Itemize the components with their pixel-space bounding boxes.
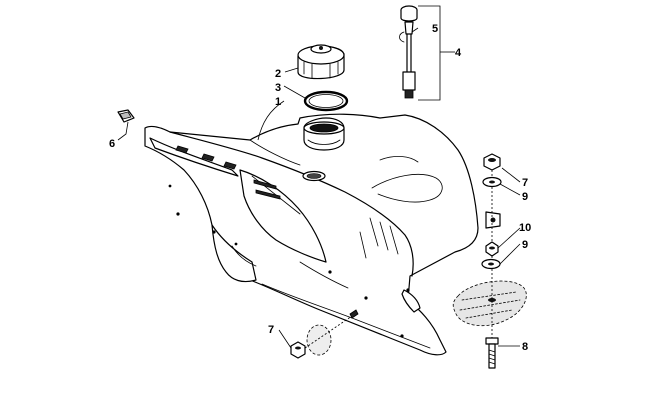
fuel-sender-gauge	[399, 5, 418, 99]
flange-nut-upper	[483, 153, 501, 171]
callout-7-upper: 7	[522, 177, 528, 189]
callout-9-upper: 9	[522, 191, 528, 203]
mount-pad	[452, 280, 527, 327]
retainer-clip	[117, 109, 135, 123]
callout-leaders	[117, 27, 521, 349]
callout-3: 3	[275, 82, 281, 94]
lower-washer-pad	[306, 324, 332, 356]
mounting-studs	[253, 179, 281, 200]
callout-9-lower: 9	[522, 239, 528, 251]
fuel-tank	[144, 113, 501, 356]
callout-10: 10	[519, 222, 531, 234]
callout-7-lower: 7	[268, 324, 274, 336]
bolt	[485, 337, 499, 369]
callout-6: 6	[109, 138, 115, 150]
callout-labels: 2 3 1 4 5 6 7 9 10 9 8 7	[109, 23, 531, 353]
washer-lower	[481, 258, 501, 270]
callout-1: 1	[275, 96, 281, 108]
flange-nut-lower	[290, 341, 306, 359]
lower-stud	[349, 309, 359, 319]
bracket-4	[418, 5, 441, 101]
gas-cap	[297, 44, 345, 80]
callout-2: 2	[275, 68, 281, 80]
callout-5: 5	[432, 23, 438, 35]
callout-8: 8	[522, 341, 528, 353]
grommet	[485, 241, 499, 257]
callout-4: 4	[455, 47, 462, 59]
washer-upper	[482, 176, 502, 188]
gasket-ring	[303, 90, 349, 112]
